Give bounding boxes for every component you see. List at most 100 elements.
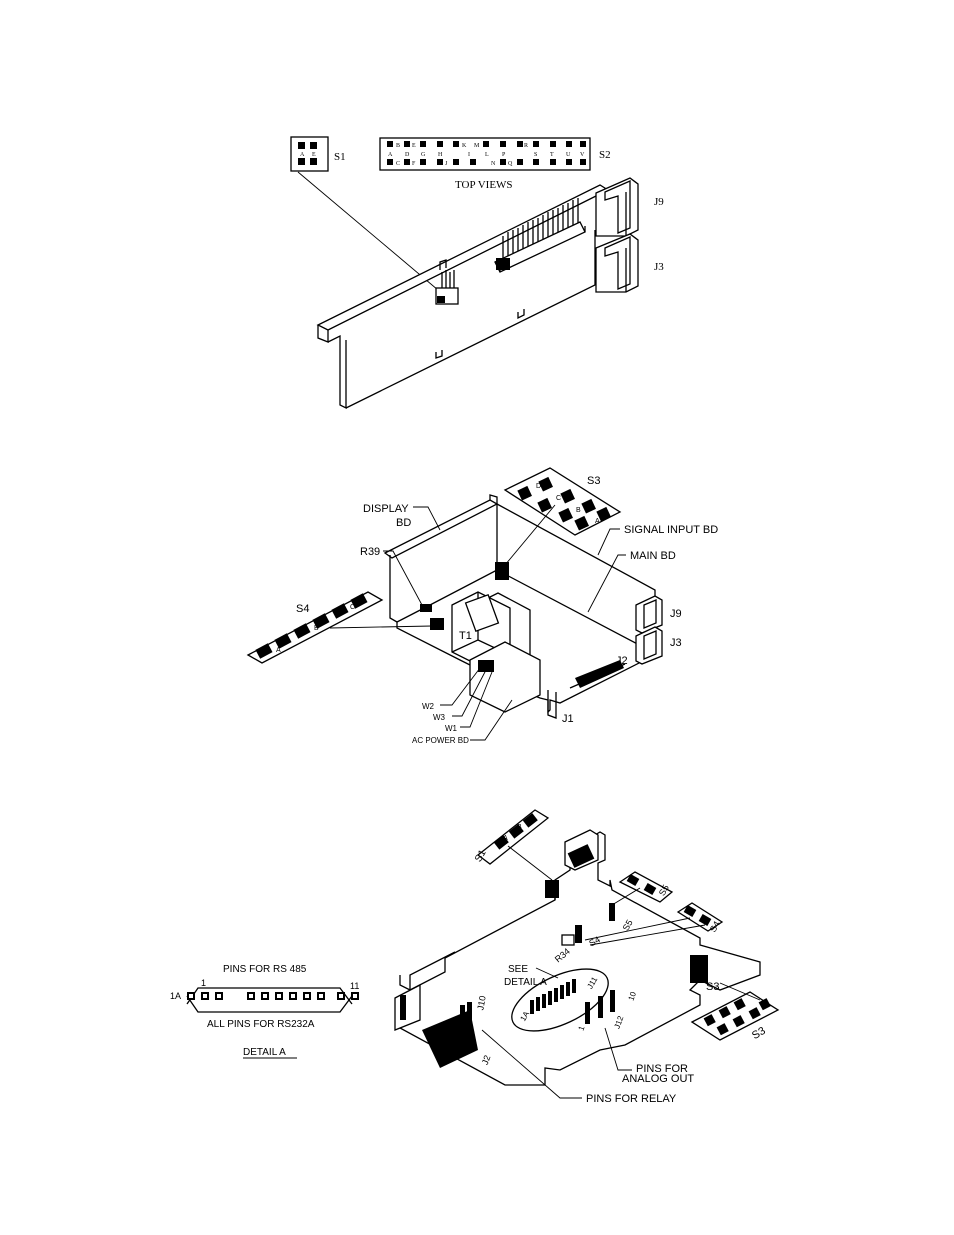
s4-leader (589, 924, 706, 946)
j2-connector (394, 983, 421, 1031)
signal-input-leader (597, 528, 620, 556)
figure-3-main-board: A B S1 S5 S5 S4 S4 R34 S3 (394, 809, 780, 1105)
detail-pin-1a-label: 1A (518, 1009, 531, 1023)
j10-header (460, 1002, 472, 1030)
s3-header (690, 955, 708, 983)
s2-pin-letter: G (421, 152, 426, 158)
s5-label: S5 (657, 883, 671, 898)
s3-key-label: A (595, 518, 600, 525)
j9-label: J9 (670, 608, 682, 620)
s3-label: S3 (706, 981, 719, 993)
j2-label: J2 (480, 1054, 493, 1066)
w2-leader (440, 667, 481, 706)
s4-label: S4 (587, 934, 602, 948)
detail-pin-1-label: 1 (201, 978, 206, 988)
j11-label: J11 (585, 975, 599, 991)
w1-leader (460, 671, 493, 728)
j1-label: J1 (562, 713, 574, 725)
signal-input-bd-label: SIGNAL INPUT BD (624, 524, 718, 536)
s3-keypad (503, 467, 622, 536)
s2-pin-letter: Q (508, 161, 513, 167)
s4-leader (584, 917, 691, 941)
s2-pads (387, 141, 586, 165)
s2-pin-letter: S (534, 152, 537, 158)
see-detail-leader (535, 967, 559, 979)
s2-pin-letter: E (412, 143, 416, 149)
s1-header (545, 880, 559, 898)
see-detail-label: SEE (508, 964, 528, 975)
r34-label: R34 (553, 946, 572, 964)
detail-pin-1a-label: 1A (170, 991, 181, 1001)
j11-header (530, 979, 576, 1014)
s1-leader-line (297, 171, 439, 291)
detail-pin-11-label: 11 (350, 981, 359, 991)
s5-header (609, 903, 615, 921)
s5-label: S5 (621, 918, 635, 933)
see-detail-label: DETAIL A (504, 977, 547, 988)
j12-label: J12 (612, 1014, 625, 1030)
s1-pad (310, 158, 317, 165)
s2-pin-letter: A (388, 152, 393, 158)
s1-label: S1 (473, 848, 489, 864)
board-notch (435, 350, 443, 359)
s4-header (575, 925, 582, 943)
s1-leader (507, 845, 553, 881)
s2-pin-letter: B (396, 143, 400, 149)
s4-key-label: A (276, 647, 281, 654)
board-top-edge (316, 184, 610, 331)
detail-a-ellipse (511, 968, 609, 1032)
top-views-label: TOP VIEWS (455, 179, 513, 191)
s2-pin-letter: N (491, 161, 496, 167)
j3-connector (595, 233, 639, 293)
board-bottom-edge (345, 230, 596, 409)
ac-power-leader (470, 699, 513, 741)
display-board-side (389, 555, 398, 623)
s3-label: S3 (587, 475, 600, 487)
display-bd-label: BD (396, 517, 411, 529)
w-jumpers (478, 660, 494, 672)
s2-label: S2 (599, 149, 611, 161)
ac-power-bd-label: AC POWER BD (412, 736, 469, 745)
display-bd-label: DISPLAY (363, 503, 409, 515)
s4-header (430, 618, 444, 630)
j2-header (569, 660, 626, 689)
t1-transformer (451, 591, 531, 669)
all-pins-rs232-label: ALL PINS FOR RS232A (207, 1019, 315, 1030)
j3-label: J3 (654, 261, 664, 273)
s1-pad (298, 142, 305, 149)
s3-key-label: B (576, 507, 581, 514)
j9-connector (635, 595, 663, 634)
s2-pin-letter: L (485, 152, 489, 158)
rs485-bracket (186, 987, 353, 1005)
s2-pin-letters: B E K M R A D G H I L P S T U V C F J N … (388, 143, 585, 167)
r39-component (420, 604, 432, 612)
s3-label: S3 (750, 1025, 768, 1042)
r34-component (561, 934, 575, 946)
analog-leader (604, 1027, 632, 1071)
s3-keypad (690, 991, 780, 1041)
s3-header (495, 562, 509, 580)
t1-label: T1 (459, 630, 472, 642)
s1-pad (298, 158, 305, 165)
s2-pin-letter: P (502, 152, 506, 158)
w3-leader (452, 669, 487, 717)
board-notch (439, 259, 447, 270)
main-bd-leader (587, 554, 626, 613)
display-bd-leader (413, 506, 441, 531)
s1-key-label: B (517, 824, 522, 831)
j9-label: J9 (654, 196, 664, 208)
s3-leader (719, 982, 761, 1001)
w2-label: W2 (422, 702, 435, 711)
s2-pin-letter: C (396, 161, 400, 167)
s2-pin-letter: U (566, 152, 571, 158)
s2-header-component (494, 198, 586, 273)
pins-analog-label: PINS FOR (636, 1063, 688, 1075)
s4-keys (255, 593, 368, 659)
s1-top-view-box (290, 136, 329, 172)
s1-label: S1 (334, 151, 346, 163)
s1-keypad (476, 809, 550, 865)
rs232-bracket (186, 995, 353, 1013)
j9-connector (595, 177, 639, 237)
